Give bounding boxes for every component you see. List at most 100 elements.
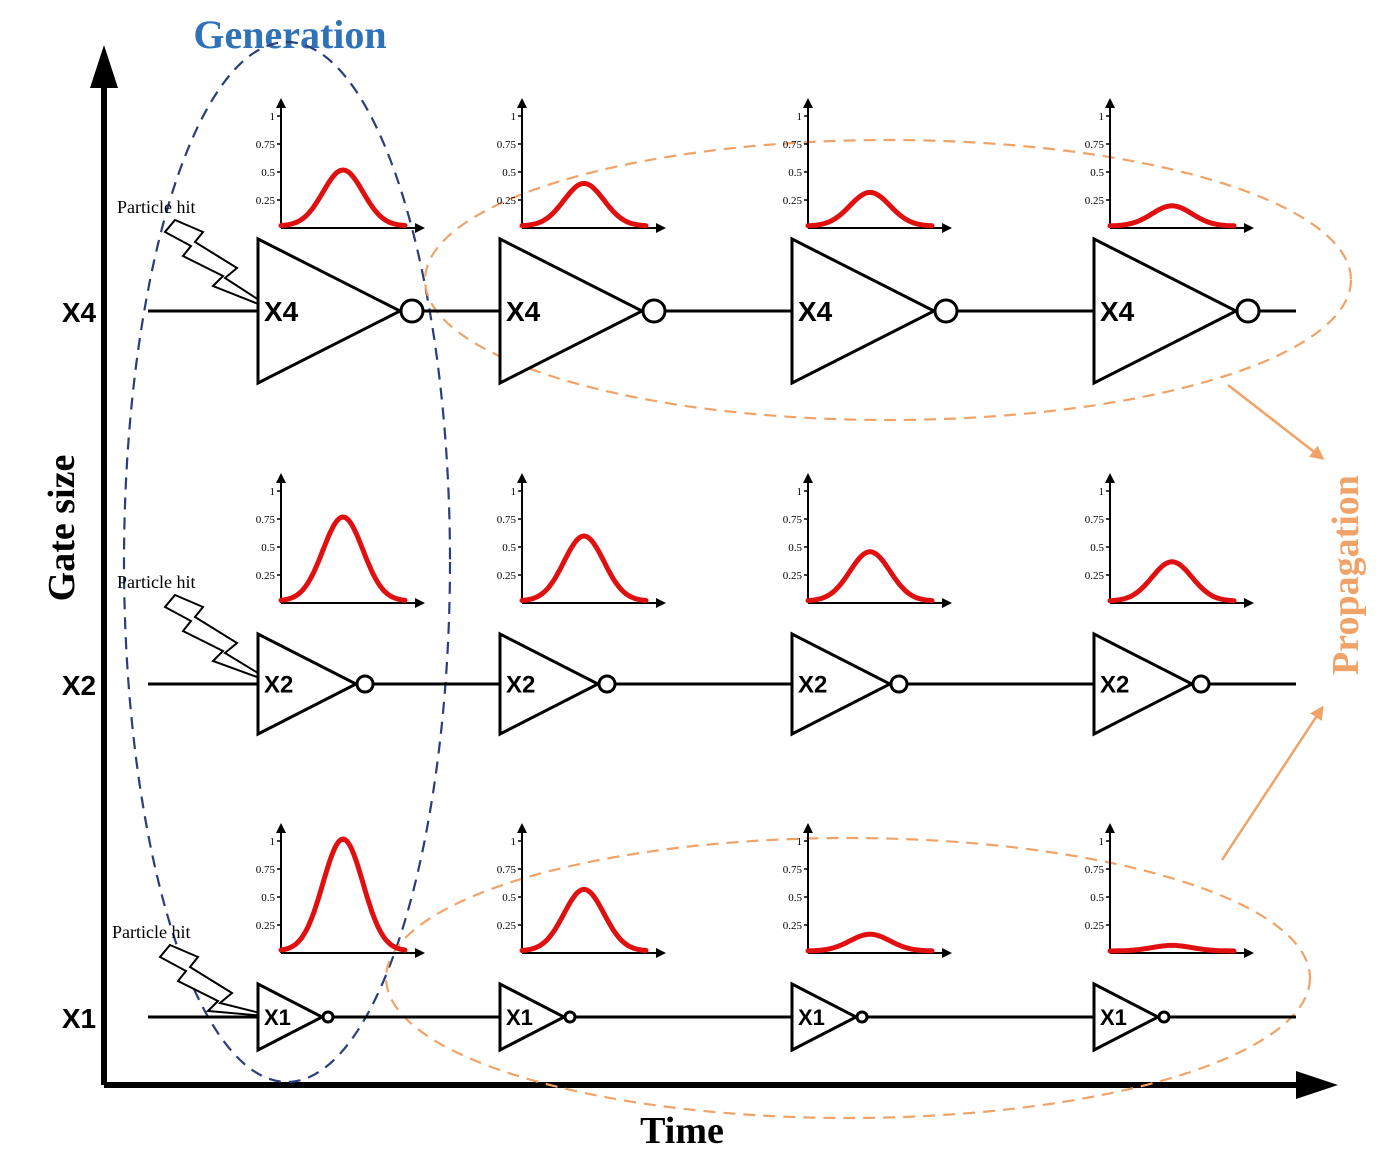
- inverter-gate: [1092, 236, 1240, 386]
- main-axes: [90, 45, 1338, 1099]
- plot-tick-label: 0.5: [788, 892, 802, 904]
- plot-tick-label: 1: [511, 836, 517, 848]
- plot-tick-label: 1: [270, 486, 276, 498]
- particle-hit-label: Particle hit: [117, 197, 195, 217]
- x-axis-arrowhead: [1296, 1071, 1338, 1099]
- plot-tick-label: 0.75: [1085, 514, 1105, 526]
- plot-tick-label: 0.5: [788, 542, 802, 554]
- pulse-plot: 10.750.50.25: [1085, 473, 1254, 608]
- inverter-gate: [790, 631, 894, 737]
- row-label: X1: [62, 1003, 96, 1034]
- inverter-bubble: [321, 1010, 335, 1024]
- plot-tick-label: 0.25: [783, 570, 803, 582]
- x-axis-title: Time: [640, 1110, 724, 1151]
- particle-hit-label: Particle hit: [112, 922, 190, 942]
- plot-tick-label: 1: [1099, 111, 1105, 123]
- plot-tick-label: 0.75: [783, 139, 803, 151]
- pulse-curve: [805, 931, 935, 954]
- propagation-label: Propagation: [1325, 475, 1367, 675]
- plot-tick-label: 0.75: [1085, 864, 1105, 876]
- inverter-bubble: [597, 674, 617, 694]
- inverter-bubble: [1157, 1010, 1171, 1024]
- plot-tick-label: 0.25: [1085, 195, 1105, 207]
- generation-label: Generation: [193, 12, 386, 57]
- plot-tick-label: 1: [797, 486, 803, 498]
- pulse-curve: [1107, 942, 1237, 954]
- pulse-curve: [278, 514, 408, 603]
- inverter-bubble: [1235, 298, 1261, 324]
- gate-size-label: X2: [264, 672, 293, 699]
- inverter-gate: [256, 631, 360, 737]
- plot-tick-label: 1: [1099, 486, 1105, 498]
- inverter-bubble: [1191, 674, 1211, 694]
- plot-tick-label: 0.75: [497, 139, 517, 151]
- y-axis-title: Gate size: [41, 455, 83, 602]
- inverter-gate: [1092, 981, 1162, 1053]
- plot-tick-label: 0.25: [783, 195, 803, 207]
- inverter-gate: [498, 236, 646, 386]
- inverter-gate: [790, 981, 860, 1053]
- plot-tick-label: 0.5: [502, 892, 516, 904]
- particle-hit-label: Particle hit: [117, 572, 195, 592]
- gate-size-label: X2: [506, 672, 535, 699]
- lightning-bolt-icon: [163, 593, 277, 685]
- propagation-ellipse-x4: [423, 138, 1353, 422]
- gate-size-label: X1: [506, 1005, 533, 1030]
- pulse-curve: [519, 533, 649, 603]
- inverter-bubble: [641, 298, 667, 324]
- gate-size-label: X4: [1100, 296, 1135, 327]
- plot-tick-label: 0.25: [256, 570, 276, 582]
- pulse-plot: 10.750.50.25: [256, 98, 425, 233]
- plot-tick-label: 0.75: [256, 514, 276, 526]
- gate-size-label: X4: [506, 296, 541, 327]
- generation-ellipse: [122, 40, 452, 1084]
- inverter-gate: [498, 981, 568, 1053]
- plot-tick-label: 0.5: [1090, 167, 1104, 179]
- plot-tick-label: 0.5: [788, 167, 802, 179]
- pulse-plot: 10.750.50.25: [497, 473, 666, 608]
- pulse-curve: [278, 836, 408, 953]
- plot-tick-label: 0.5: [502, 167, 516, 179]
- inverter-gate: [256, 236, 404, 386]
- pulse-plot: 10.750.50.25: [783, 473, 952, 608]
- pulse-curve: [805, 549, 935, 604]
- plot-tick-label: 0.25: [497, 570, 517, 582]
- inverter-bubble: [855, 1010, 869, 1024]
- plot-tick-label: 1: [270, 111, 276, 123]
- plot-tick-label: 0.75: [1085, 139, 1105, 151]
- plot-tick-label: 0.5: [261, 167, 275, 179]
- plot-tick-label: 0.75: [783, 864, 803, 876]
- pulse-plot: 1 0.75 0.5 0.25: [256, 473, 425, 608]
- plot-tick-label: 0.5: [261, 542, 275, 554]
- plot-tick-label: 0.25: [783, 920, 803, 932]
- inverter-bubble: [889, 674, 909, 694]
- row-label: X2: [62, 670, 96, 701]
- row-label: X4: [62, 297, 97, 328]
- plot-tick-label: 0.25: [1085, 920, 1105, 932]
- pulse-plot: 10.750.50.25: [783, 823, 952, 958]
- lightning-bolt-icon: [158, 943, 277, 1018]
- gate-size-label: X2: [1100, 672, 1129, 699]
- plot-tick-label: 1: [511, 486, 517, 498]
- plot-tick-label: 0.5: [1090, 892, 1104, 904]
- pulse-plot: 10.750.50.25: [497, 98, 666, 233]
- propagation-arrow-top: [1227, 384, 1325, 460]
- pulse-curve: [805, 189, 935, 229]
- plot-tick-label: 0.25: [256, 920, 276, 932]
- plot-tick-label: 0.25: [1085, 570, 1105, 582]
- plot-tick-label: 0.75: [497, 514, 517, 526]
- plot-tick-label: 0.5: [261, 892, 275, 904]
- pulse-plot: 10.750.50.25: [497, 823, 666, 958]
- plot-tick-label: 1: [1099, 836, 1105, 848]
- gate-size-label: X4: [798, 296, 833, 327]
- inverter-bubble: [355, 674, 375, 694]
- pulse-curve: [278, 167, 408, 228]
- plot-tick-label: 0.25: [497, 195, 517, 207]
- gate-size-label: X1: [264, 1005, 291, 1030]
- gate-size-label: X1: [1100, 1005, 1127, 1030]
- pulse-plot: 10.750.50.25: [783, 98, 952, 233]
